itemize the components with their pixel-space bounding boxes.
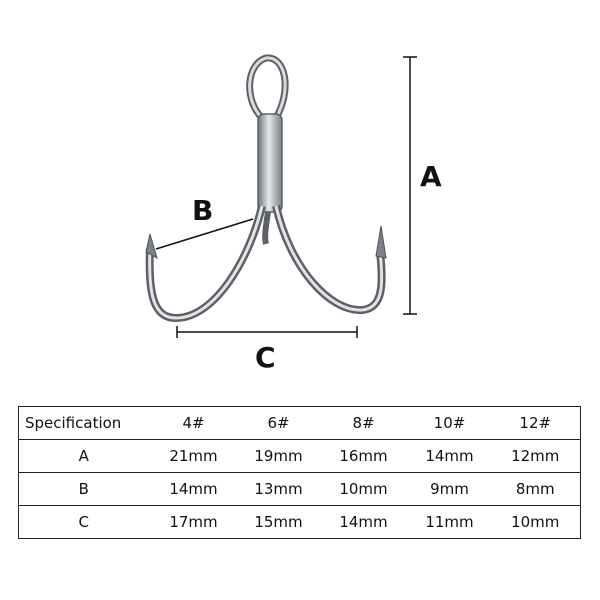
table-cell: 13mm [238, 472, 319, 506]
table-header-cell: Specification [18, 406, 149, 440]
table-header-cell: 6# [238, 406, 319, 440]
dimension-b: B [155, 194, 254, 250]
table-header-cell: 12# [490, 406, 581, 440]
table-cell: 21mm [148, 439, 239, 473]
dimension-c: C [176, 326, 358, 374]
dimension-a-label: A [420, 160, 442, 193]
table-cell: 17mm [148, 505, 239, 539]
table-cell: 11mm [408, 505, 491, 539]
row-label: C [18, 505, 149, 539]
table-header-cell: 4# [148, 406, 239, 440]
table-cell: 9mm [408, 472, 491, 506]
table-cell: 19mm [238, 439, 319, 473]
hook-diagram: A B C [145, 54, 442, 374]
table-row: C 17mm 15mm 14mm 11mm 10mm [18, 505, 581, 539]
table-cell: 16mm [318, 439, 409, 473]
table-cell: 10mm [318, 472, 409, 506]
dimension-c-label: C [255, 341, 276, 374]
dimension-b-label: B [192, 194, 213, 227]
row-label: A [18, 439, 149, 473]
table-cell: 12mm [490, 439, 581, 473]
table-cell: 8mm [490, 472, 581, 506]
specification-table: Specification 4# 6# 8# 10# 12# A 21mm 19… [18, 406, 581, 539]
table-header-cell: 10# [408, 406, 491, 440]
table-row: A 21mm 19mm 16mm 14mm 12mm [18, 439, 581, 473]
table-cell: 15mm [238, 505, 319, 539]
table-cell: 14mm [318, 505, 409, 539]
row-label: B [18, 472, 149, 506]
treble-hook-illustration [145, 54, 387, 323]
dimension-a: A [403, 56, 442, 315]
table-cell: 14mm [408, 439, 491, 473]
table-cell: 10mm [490, 505, 581, 539]
table-header-cell: 8# [318, 406, 409, 440]
table-cell: 14mm [148, 472, 239, 506]
table-header-row: Specification 4# 6# 8# 10# 12# [18, 406, 581, 440]
table-row: B 14mm 13mm 10mm 9mm 8mm [18, 472, 581, 506]
